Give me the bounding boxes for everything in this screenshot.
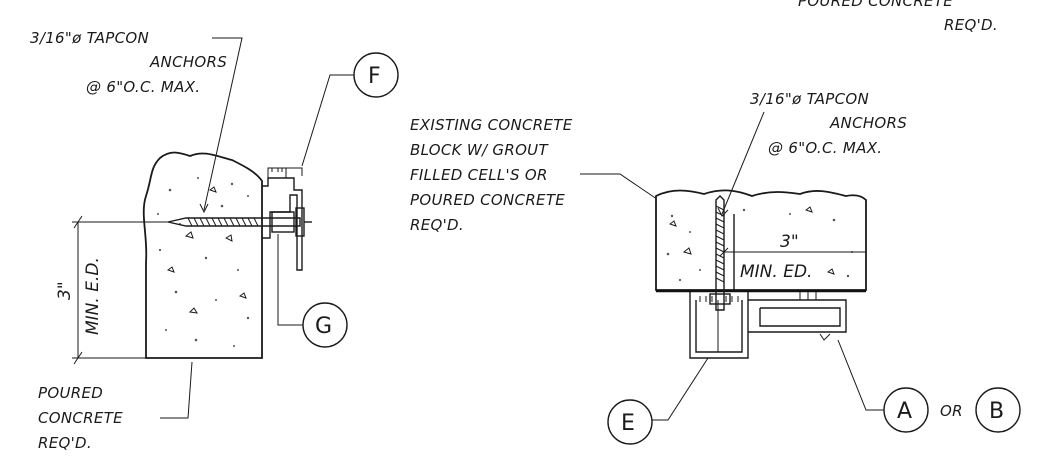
right-dim-value: 3" [780, 232, 799, 252]
middle-note-line-1: EXISTING CONCRETE [410, 116, 573, 134]
left-poured-concrete [142, 151, 263, 359]
tag-f: F [301, 52, 399, 167]
left-dimension: 3" MIN. E.D. [55, 215, 170, 365]
tag-f-letter: F [368, 64, 381, 89]
tag-e: E [607, 357, 709, 445]
top-right-note-line-2: REQ'D. [944, 16, 998, 34]
middle-note-line-3: FILLED CELL'S OR [410, 166, 548, 184]
right-e-profile [689, 292, 749, 359]
middle-note-line-5: REQ'D. [410, 216, 464, 234]
left-dim-value: 3" [55, 281, 75, 300]
left-anchor-note: 3/16"ø TAPCON ANCHORS @ 6"O.C. MAX. [30, 29, 243, 214]
right-concrete-aggregate [666, 206, 853, 282]
left-base-note-line-1: POURED [38, 384, 103, 402]
tag-b: B [975, 387, 1021, 433]
right-anchor-note: 3/16"ø TAPCON ANCHORS @ 6"O.C. MAX. [717, 90, 907, 217]
left-detail: 3" MIN. E.D. 3/16"ø TAPCON ANCHORS @ 6"O… [30, 29, 399, 452]
right-anchor-note-line-1: 3/16"ø TAPCON [750, 90, 869, 108]
tag-a-letter: A [897, 399, 912, 424]
right-tapcon-anchor [709, 195, 731, 311]
left-base-note-line-2: CONCRETE [38, 409, 123, 427]
left-base-note: POURED CONCRETE REQ'D. [38, 361, 193, 452]
right-dimension: 3" MIN. ED. [719, 232, 866, 282]
right-ab-profile [748, 292, 847, 341]
left-anchor-note-line-1: 3/16"ø TAPCON [30, 29, 149, 47]
tag-g: G [277, 234, 348, 348]
tag-b-letter: B [989, 399, 1004, 424]
tag-g-letter: G [315, 314, 332, 339]
left-f-bracket [262, 167, 303, 271]
or-text: OR [940, 402, 963, 420]
right-existing-concrete [655, 189, 867, 291]
right-anchor-note-line-3: @ 6"O.C. MAX. [768, 139, 882, 157]
right-dim-label: MIN. ED. [740, 262, 812, 282]
right-detail: 3" MIN. ED. 3/16"ø TAPCON ANCHORS @ 6"O.… [607, 90, 1021, 445]
right-anchor-note-line-2: ANCHORS [829, 114, 907, 132]
middle-note-line-4: POURED CONCRETE [410, 191, 565, 209]
tag-e-letter: E [621, 411, 635, 436]
middle-note: EXISTING CONCRETE BLOCK W/ GROUT FILLED … [410, 116, 677, 234]
left-anchor-note-line-3: @ 6"O.C. MAX. [86, 78, 200, 96]
top-right-note: POURED CONCRETE REQ'D. [798, 0, 998, 34]
left-dim-label: MIN. E.D. [83, 257, 103, 335]
middle-note-line-2: BLOCK W/ GROUT [410, 141, 549, 159]
left-anchor-note-line-2: ANCHORS [149, 53, 227, 71]
top-right-note-line-1: POURED CONCRETE [798, 0, 953, 10]
left-base-note-line-3: REQ'D. [38, 434, 92, 452]
tag-a: A [837, 339, 929, 433]
